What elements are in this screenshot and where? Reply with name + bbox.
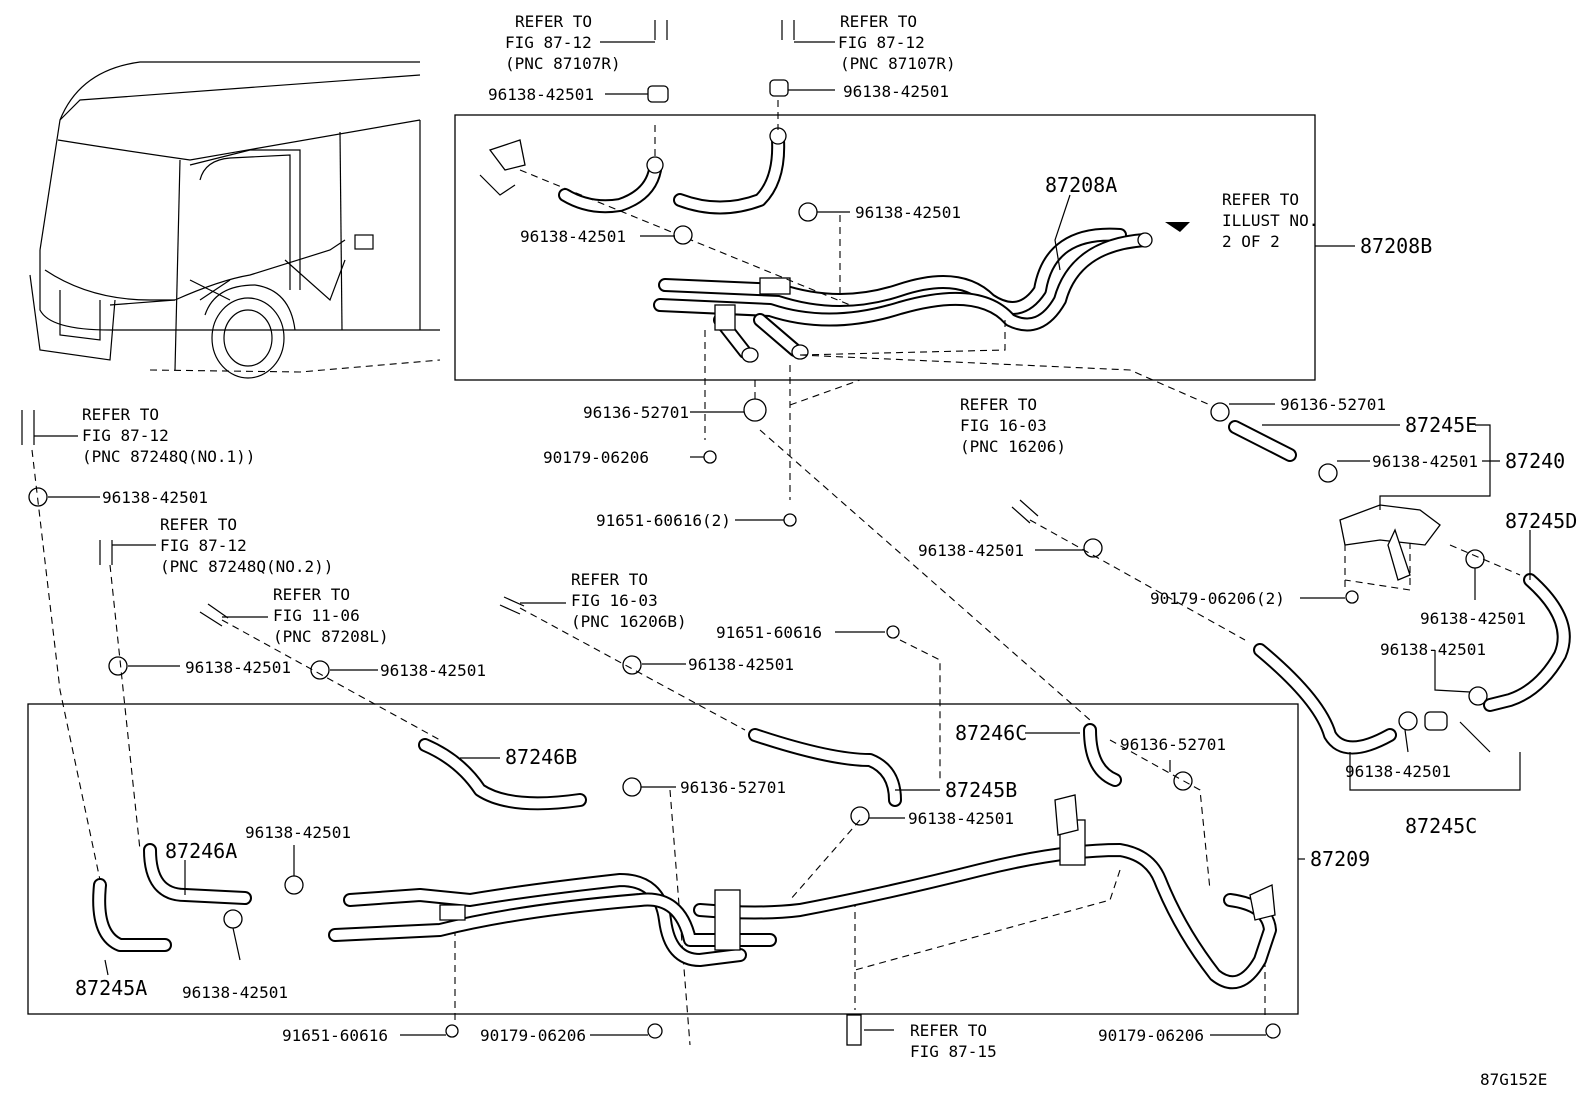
svg-text:FIG 16-03: FIG 16-03 bbox=[960, 416, 1047, 435]
svg-text:FIG 87-15: FIG 87-15 bbox=[910, 1042, 997, 1061]
arrow-icon bbox=[1165, 222, 1190, 232]
part-87246C: 87246C bbox=[955, 721, 1027, 745]
label-90179-06206: 90179-06206 bbox=[1098, 1026, 1204, 1045]
label-90179-06206: 90179-06206 bbox=[543, 448, 649, 467]
label-96138-42501: 96138-42501 bbox=[185, 658, 291, 677]
label-91651-60616: 91651-60616 bbox=[282, 1026, 388, 1045]
label-96138-42501: 96138-42501 bbox=[918, 541, 1024, 560]
label-96138-42501: 96138-42501 bbox=[1380, 640, 1486, 659]
svg-text:2 OF 2: 2 OF 2 bbox=[1222, 232, 1280, 251]
refer-note-5: REFER TO FIG 87-12 (PNC 87248Q(NO.2)) bbox=[112, 515, 333, 576]
part-87245E: 87245E bbox=[1405, 413, 1477, 437]
part-87245D: 87245D bbox=[1505, 509, 1577, 533]
svg-text:(PNC 16206): (PNC 16206) bbox=[960, 437, 1066, 456]
pipe-assembly-87209 bbox=[328, 794, 1277, 990]
label-96138-42501: 96138-42501 bbox=[843, 82, 949, 101]
part-number-labels: 96138-42501 96138-42501 96138-42501 9613… bbox=[102, 82, 1526, 1045]
svg-text:(PNC 87248Q(NO.1)): (PNC 87248Q(NO.1)) bbox=[82, 447, 255, 466]
label-96136-52701: 96136-52701 bbox=[1120, 735, 1226, 754]
part-87208A: 87208A bbox=[1045, 173, 1117, 197]
label-96138-42501: 96138-42501 bbox=[380, 661, 486, 680]
svg-text:REFER TO: REFER TO bbox=[82, 405, 159, 424]
clip-icon bbox=[28, 79, 1488, 1046]
label-91651-60616: 91651-60616 bbox=[716, 623, 822, 642]
svg-text:REFER TO: REFER TO bbox=[1222, 190, 1299, 209]
svg-text:REFER TO: REFER TO bbox=[273, 585, 350, 604]
refer-note-3: REFER TO ILLUST NO. 2 OF 2 bbox=[1222, 190, 1318, 251]
label-91651-60616: 91651-60616(2) bbox=[596, 511, 731, 530]
label-90179-06206: 90179-06206(2) bbox=[1150, 589, 1285, 608]
svg-text:FIG 87-12: FIG 87-12 bbox=[160, 536, 247, 555]
assembly-labels: 87208A 87245E 87240 87245D 87246B 87246C… bbox=[75, 173, 1577, 1089]
svg-text:(PNC 16206B): (PNC 16206B) bbox=[571, 612, 687, 631]
svg-text:(PNC 87208L): (PNC 87208L) bbox=[273, 627, 389, 646]
label-96138-42501: 96138-42501 bbox=[102, 488, 208, 507]
svg-text:FIG 87-12: FIG 87-12 bbox=[838, 33, 925, 52]
part-87208B: 87208B bbox=[1360, 234, 1432, 258]
label-96138-42501: 96138-42501 bbox=[855, 203, 961, 222]
figure-id: 87G152E bbox=[1480, 1070, 1547, 1089]
svg-text:(PNC 87107R): (PNC 87107R) bbox=[505, 54, 621, 73]
hose-87246B bbox=[418, 738, 587, 811]
svg-text:FIG 87-12: FIG 87-12 bbox=[505, 33, 592, 52]
label-96138-42501: 96138-42501 bbox=[1345, 762, 1451, 781]
refer-note-4: REFER TO FIG 87-12 (PNC 87248Q(NO.1)) bbox=[34, 405, 255, 466]
bracket-87240 bbox=[1339, 504, 1441, 581]
label-96138-42501: 96138-42501 bbox=[908, 809, 1014, 828]
part-87246A: 87246A bbox=[165, 839, 237, 863]
hose-87245B bbox=[748, 728, 902, 807]
label-96138-42501: 96138-42501 bbox=[688, 655, 794, 674]
svg-text:REFER TO: REFER TO bbox=[840, 12, 917, 31]
label-96138-42501: 96138-42501 bbox=[488, 85, 594, 104]
part-87245C: 87245C bbox=[1405, 814, 1477, 838]
label-90179-06206: 90179-06206 bbox=[480, 1026, 586, 1045]
part-87246B: 87246B bbox=[505, 745, 577, 769]
refer-note-2: REFER TO FIG 87-12 (PNC 87107R) bbox=[794, 12, 956, 73]
hose-87245E bbox=[1228, 420, 1297, 462]
refer-note-8: REFER TO FIG 16-03 (PNC 16206) bbox=[960, 395, 1066, 456]
refer-note-7: REFER TO FIG 16-03 (PNC 16206B) bbox=[520, 570, 687, 631]
hose-87245C bbox=[1253, 643, 1448, 755]
label-96138-42501: 96138-42501 bbox=[245, 823, 351, 842]
svg-text:REFER TO: REFER TO bbox=[160, 515, 237, 534]
refer-note-9: REFER TO FIG 87-15 bbox=[910, 1021, 997, 1061]
label-96138-42501: 96138-42501 bbox=[520, 227, 626, 246]
label-96138-42501: 96138-42501 bbox=[1372, 452, 1478, 471]
label-96138-42501: 96138-42501 bbox=[1420, 609, 1526, 628]
svg-text:(PNC 87107R): (PNC 87107R) bbox=[840, 54, 956, 73]
svg-text:(PNC 87248Q(NO.2)): (PNC 87248Q(NO.2)) bbox=[160, 557, 333, 576]
hose-87245D bbox=[1483, 573, 1571, 712]
part-87245A: 87245A bbox=[75, 976, 147, 1000]
svg-text:REFER TO: REFER TO bbox=[515, 12, 592, 31]
hose-87245A bbox=[92, 878, 172, 952]
label-96138-42501: 96138-42501 bbox=[182, 983, 288, 1002]
svg-text:FIG 16-03: FIG 16-03 bbox=[571, 591, 658, 610]
hose-87246C bbox=[1083, 723, 1122, 787]
svg-text:REFER TO: REFER TO bbox=[910, 1021, 987, 1040]
part-87245B: 87245B bbox=[945, 778, 1017, 802]
svg-text:REFER TO: REFER TO bbox=[571, 570, 648, 589]
refer-note-6: REFER TO FIG 11-06 (PNC 87208L) bbox=[222, 585, 389, 646]
hose-assembly-87208A bbox=[479, 127, 1153, 363]
svg-text:FIG 87-12: FIG 87-12 bbox=[82, 426, 169, 445]
refer-note-1: REFER TO FIG 87-12 (PNC 87107R) bbox=[505, 12, 655, 73]
label-96136-52701: 96136-52701 bbox=[1280, 395, 1386, 414]
svg-text:REFER TO: REFER TO bbox=[960, 395, 1037, 414]
assembly-box-87208B bbox=[454, 114, 1316, 381]
label-96136-52701: 96136-52701 bbox=[583, 403, 689, 422]
svg-text:ILLUST NO.: ILLUST NO. bbox=[1222, 211, 1318, 230]
vehicle-illustration bbox=[29, 61, 441, 379]
part-87209: 87209 bbox=[1310, 847, 1370, 871]
part-87240: 87240 bbox=[1505, 449, 1565, 473]
svg-text:FIG 11-06: FIG 11-06 bbox=[273, 606, 360, 625]
leader-lines bbox=[48, 89, 1531, 1036]
label-96136-52701: 96136-52701 bbox=[680, 778, 786, 797]
